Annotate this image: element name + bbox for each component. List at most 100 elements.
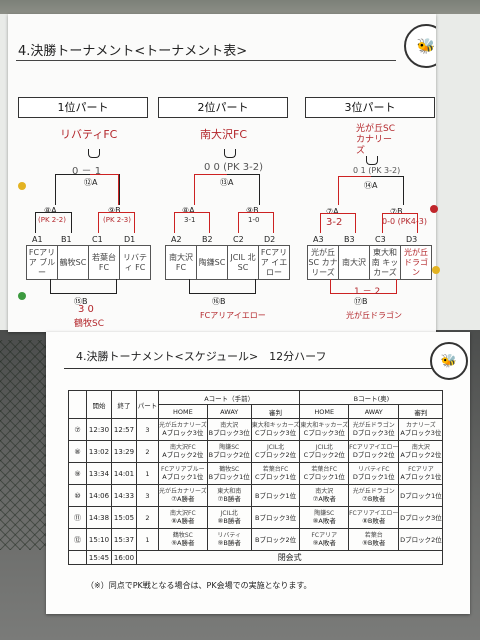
slot-label: Dブロック1位 bbox=[352, 473, 395, 481]
start-time: 15:10 bbox=[86, 528, 112, 551]
slot-label: Cブロック2位 bbox=[303, 451, 345, 459]
slot-cell: Dブロック3位 bbox=[398, 506, 444, 529]
handwritten-team: 南大沢 bbox=[315, 488, 334, 495]
part-2-semi-left-match: ⑧A bbox=[182, 206, 195, 215]
slot-label: Bブロック1位 bbox=[255, 491, 297, 500]
header-referee: 審判 bbox=[250, 404, 301, 419]
slot-label: ⑧A勝者 bbox=[171, 517, 195, 525]
part-3-final-match: ⑭A bbox=[364, 181, 378, 190]
slot-label: Cブロック2位 bbox=[254, 451, 297, 459]
start-time: 13:34 bbox=[86, 462, 112, 485]
slot-cell: Bブロック1位 bbox=[250, 484, 301, 507]
slot-label: Bブロック2位 bbox=[208, 451, 250, 459]
handwritten-team: リバティ bbox=[217, 532, 242, 539]
part-2-third-team: FCアリアイエロー bbox=[200, 311, 266, 320]
slot-label: Dブロック3位 bbox=[400, 513, 442, 522]
part-number: 1 bbox=[136, 462, 159, 485]
handwritten-team: 南大沢 bbox=[411, 444, 430, 451]
part-1-semi-left-bracket bbox=[35, 212, 72, 233]
match-number: ⑪ bbox=[68, 506, 87, 529]
team-cell: 鶴牧SC bbox=[57, 245, 89, 280]
handwritten-team: 若葉台 bbox=[364, 532, 383, 539]
header-end: 終了 bbox=[111, 390, 137, 419]
magnet-pin bbox=[18, 292, 26, 300]
part-number: 3 bbox=[136, 418, 159, 441]
team-cell: 南大沢 FC bbox=[165, 245, 197, 280]
handwritten-team: 陶鎌SC bbox=[314, 510, 335, 517]
slot-label: ⑧B勝者 bbox=[217, 517, 241, 525]
part-3-winner: 光が丘SC カナリーズ bbox=[356, 124, 395, 156]
match-number: ⑦ bbox=[68, 418, 87, 441]
bracket-sheet-title: 4.決勝トーナメント<トーナメント表> bbox=[18, 44, 248, 59]
header-away: AWAY bbox=[348, 404, 400, 419]
slot-label: Cブロック1位 bbox=[303, 473, 345, 481]
part-1-final-match: ⑫A bbox=[84, 178, 98, 187]
slot-label: ⑧A敗者 bbox=[312, 517, 336, 525]
slot-cell: Bブロック2位 bbox=[250, 528, 301, 551]
handwritten-team: 南大沢 bbox=[220, 422, 239, 429]
slot-label: Aブロック1位 bbox=[400, 473, 442, 481]
part-2-semi-right-match: ⑨B bbox=[246, 206, 259, 215]
handwritten-team: 光が丘ドラゴン bbox=[352, 488, 395, 495]
slot-label: Bブロック3位 bbox=[255, 513, 297, 522]
part-2-final-match: ⑬A bbox=[220, 178, 234, 187]
slot-label: Dブロック2位 bbox=[352, 451, 395, 459]
slot-label: Dブロック1位 bbox=[400, 491, 442, 500]
slot-label: Bブロック1位 bbox=[208, 473, 250, 481]
slot-label: Cブロック3位 bbox=[254, 429, 297, 437]
slot-label: Cブロック1位 bbox=[254, 473, 297, 481]
handwritten-team: FCアリアイエロー bbox=[349, 444, 399, 451]
match-number: ⑩ bbox=[68, 484, 87, 507]
part-2-final-score: 0 0 (PK 3-2) bbox=[204, 162, 263, 173]
header-referee: 審判 bbox=[398, 404, 444, 419]
part-1-third-team: 鶴牧SC bbox=[74, 319, 104, 329]
part-1-final-winner-line bbox=[90, 174, 119, 205]
slot-label: B2 bbox=[202, 235, 213, 244]
part-3-semi-left-score: 3-2 bbox=[326, 217, 343, 228]
handwritten-team: JCIL北 bbox=[267, 444, 285, 451]
part-2-winner: 南大沢FC bbox=[200, 128, 248, 141]
part-2-semi-right-bracket bbox=[238, 212, 274, 233]
part-number: 3 bbox=[136, 484, 159, 507]
title-underline bbox=[16, 60, 396, 61]
slot-label: ⑦B勝者 bbox=[217, 495, 241, 503]
magnet-pin bbox=[430, 205, 438, 213]
slot-label: A1 bbox=[32, 235, 43, 244]
part-1-semi-right-match: ⑨B bbox=[108, 206, 121, 215]
slot-label: ⑨B勝者 bbox=[217, 539, 241, 547]
slot-label: B3 bbox=[344, 235, 355, 244]
title-underline bbox=[64, 368, 434, 369]
team-cell: 陶鎌SC bbox=[196, 245, 228, 280]
part-2-third-bracket bbox=[189, 279, 256, 294]
slot-label: Aブロック1位 bbox=[162, 473, 204, 481]
end-time: 14:33 bbox=[111, 484, 137, 507]
team-cell: 若葉台FC bbox=[88, 245, 120, 280]
trophy-icon bbox=[224, 149, 236, 158]
header-court-a: Aコート（手前） bbox=[157, 390, 301, 405]
part-1-third-match: ⑮B bbox=[74, 297, 88, 306]
handwritten-team: 若葉台FC bbox=[262, 466, 289, 473]
header-home: HOME bbox=[299, 404, 350, 419]
slot-label: B1 bbox=[61, 235, 72, 244]
slot-label: Aブロック2位 bbox=[400, 451, 442, 459]
slot-label: Dブロック2位 bbox=[400, 535, 442, 544]
slot-cell: Dブロック2位 bbox=[398, 528, 444, 551]
part-2-semi-right-score: 1-0 bbox=[248, 216, 260, 224]
closing-row: 15:45 16:00 閉会式 bbox=[68, 550, 444, 565]
slot-label: Bブロック2位 bbox=[255, 535, 297, 544]
team-cell: 光が丘 ドラゴン bbox=[400, 245, 432, 280]
handwritten-team: 若葉台FC bbox=[311, 466, 338, 473]
header-start: 開始 bbox=[86, 390, 112, 419]
part-1-semi-right-score: (PK 2-3) bbox=[103, 216, 131, 224]
match-number: ⑫ bbox=[68, 528, 87, 551]
